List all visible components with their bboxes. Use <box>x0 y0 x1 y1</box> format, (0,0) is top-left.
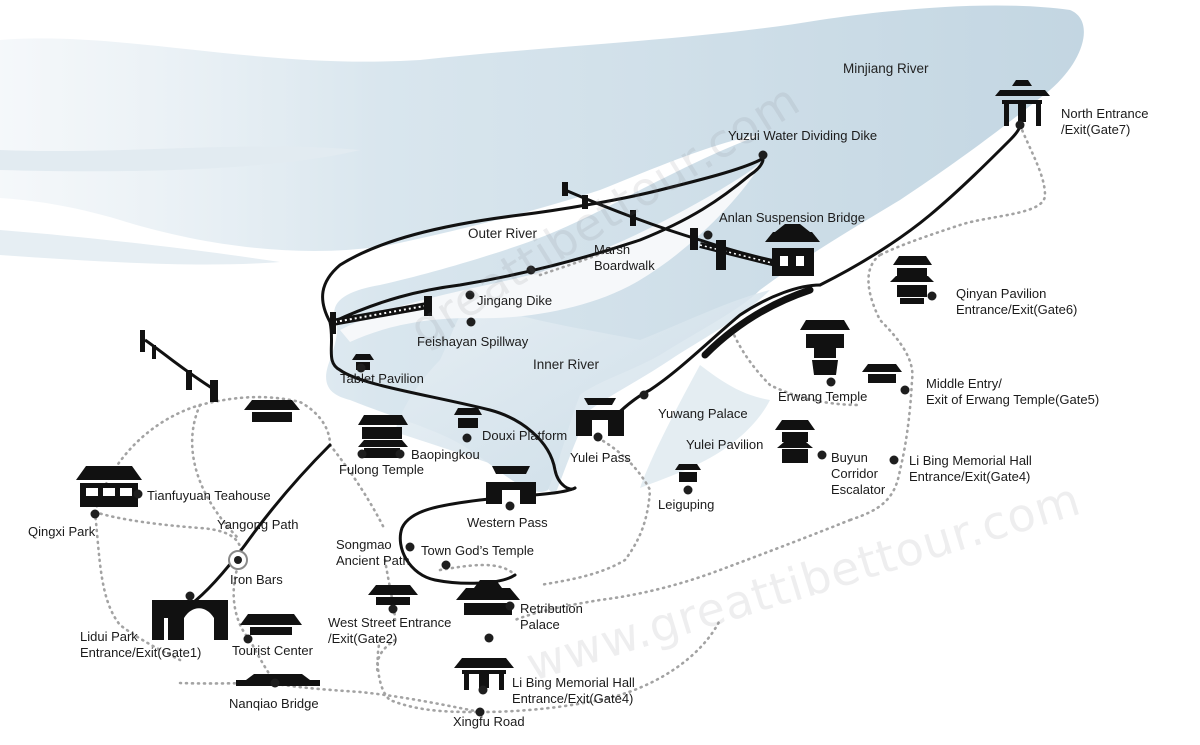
middle-entry-icon <box>862 364 902 383</box>
label-fulong-temple[interactable]: Fulong Temple <box>339 462 425 477</box>
lidui-gate-icon <box>152 600 228 640</box>
route-highlight <box>701 286 814 359</box>
north-entrance-icon <box>995 80 1050 126</box>
river-streak <box>0 230 280 265</box>
label-marsh-boardwalk[interactable]: Marsh Boardwalk <box>594 242 655 273</box>
yulei-pavilion-icon <box>775 420 815 463</box>
label-buyun-corridor[interactable]: Buyun Corridor Escalator <box>831 450 886 497</box>
route-lines <box>188 123 1022 607</box>
label-li-bing-hall-lower[interactable]: Li Bing Memorial Hall Entrance/Exit(Gate… <box>512 675 635 706</box>
label-west-street-entrance[interactable]: West Street Entrance /Exit(Gate2) <box>328 615 452 646</box>
walking-paths <box>93 123 1047 714</box>
retribution-palace-icon <box>456 580 520 615</box>
label-iron-bars[interactable]: Iron Bars <box>230 572 283 587</box>
jingang-dike-island <box>340 158 765 342</box>
label-yulei-pass[interactable]: Yulei Pass <box>570 450 631 465</box>
label-north-entrance[interactable]: North Entrance /Exit(Gate7) <box>1061 106 1149 137</box>
label-yangong-path[interactable]: Yangong Path <box>217 517 299 532</box>
label-tourist-center[interactable]: Tourist Center <box>232 643 313 658</box>
erwang-temple-icon <box>800 320 850 375</box>
label-yuzui-dike[interactable]: Yuzui Water Dividing Dike <box>728 128 878 143</box>
fulong-temple-icon <box>358 415 408 458</box>
label-yuwang-palace[interactable]: Yuwang Palace <box>658 406 748 421</box>
fence-posts <box>140 182 726 402</box>
pavilion-top-left-icon <box>244 400 300 422</box>
label-town-gods-temple[interactable]: Town God’s Temple <box>421 543 534 558</box>
qinyan-pavilion-icon <box>890 256 934 304</box>
river-edge <box>640 365 770 488</box>
label-leiguping[interactable]: Leiguping <box>658 497 715 512</box>
label-yulei-pavilion[interactable]: Yulei Pavilion <box>686 437 764 452</box>
location-dots <box>90 120 1025 717</box>
label-jingang-dike[interactable]: Jingang Dike <box>477 293 553 308</box>
label-tablet-pavilion[interactable]: Tablet Pavilion <box>340 371 424 386</box>
anlan-pavilion-icon <box>765 224 820 276</box>
douxi-platform-icon <box>454 408 482 428</box>
label-baopingkou[interactable]: Baopingkou <box>411 447 480 462</box>
label-tianfuyuan-teahouse[interactable]: Tianfuyuan Teahouse <box>147 488 271 503</box>
western-pass-icon <box>486 466 536 504</box>
label-li-bing-hall-upper[interactable]: Li Bing Memorial Hall Entrance/Exit(Gate… <box>909 453 1032 484</box>
li-bing-gate-lower-icon <box>454 658 514 690</box>
label-qinyan-pavilion[interactable]: Qinyan Pavilion Entrance/Exit(Gate6) <box>956 286 1078 317</box>
label-erwang-temple[interactable]: Erwang Temple <box>778 389 868 404</box>
west-street-gate-icon <box>368 585 418 605</box>
minjiang-river-label: Minjiang River <box>843 61 929 76</box>
label-retribution-palace[interactable]: Retribution Palace <box>520 601 583 632</box>
leiguping-icon <box>675 464 701 482</box>
label-feishayan-spillway[interactable]: Feishayan Spillway <box>417 334 529 349</box>
minjiang-river-area <box>0 5 1084 492</box>
label-xingfu-road[interactable]: Xingfu Road <box>453 714 525 729</box>
iron-bars-marker <box>228 550 248 570</box>
label-western-pass[interactable]: Western Pass <box>467 515 548 530</box>
label-songmao-path[interactable]: Songmao Ancient Path <box>336 537 410 568</box>
inner-river-label: Inner River <box>533 357 600 372</box>
river-streak <box>0 146 360 172</box>
inner-river-area <box>395 290 770 495</box>
label-douxi-platform[interactable]: Douxi Platform <box>482 428 568 443</box>
label-lidui-park[interactable]: Lidui Park Entrance/Exit(Gate1) <box>80 629 202 660</box>
label-anlan-bridge[interactable]: Anlan Suspension Bridge <box>719 210 865 225</box>
yulei-pass-icon <box>576 398 624 436</box>
tianfuyuan-teahouse-icon <box>76 466 142 507</box>
label-nanqiao-bridge[interactable]: Nanqiao Bridge <box>229 696 319 711</box>
outer-river-label: Outer River <box>468 226 538 241</box>
label-qingxi-park[interactable]: Qingxi Park <box>28 524 96 539</box>
tourist-center-icon <box>240 614 302 635</box>
label-middle-entry[interactable]: Middle Entry/ Exit of Erwang Temple(Gate… <box>926 376 1100 407</box>
